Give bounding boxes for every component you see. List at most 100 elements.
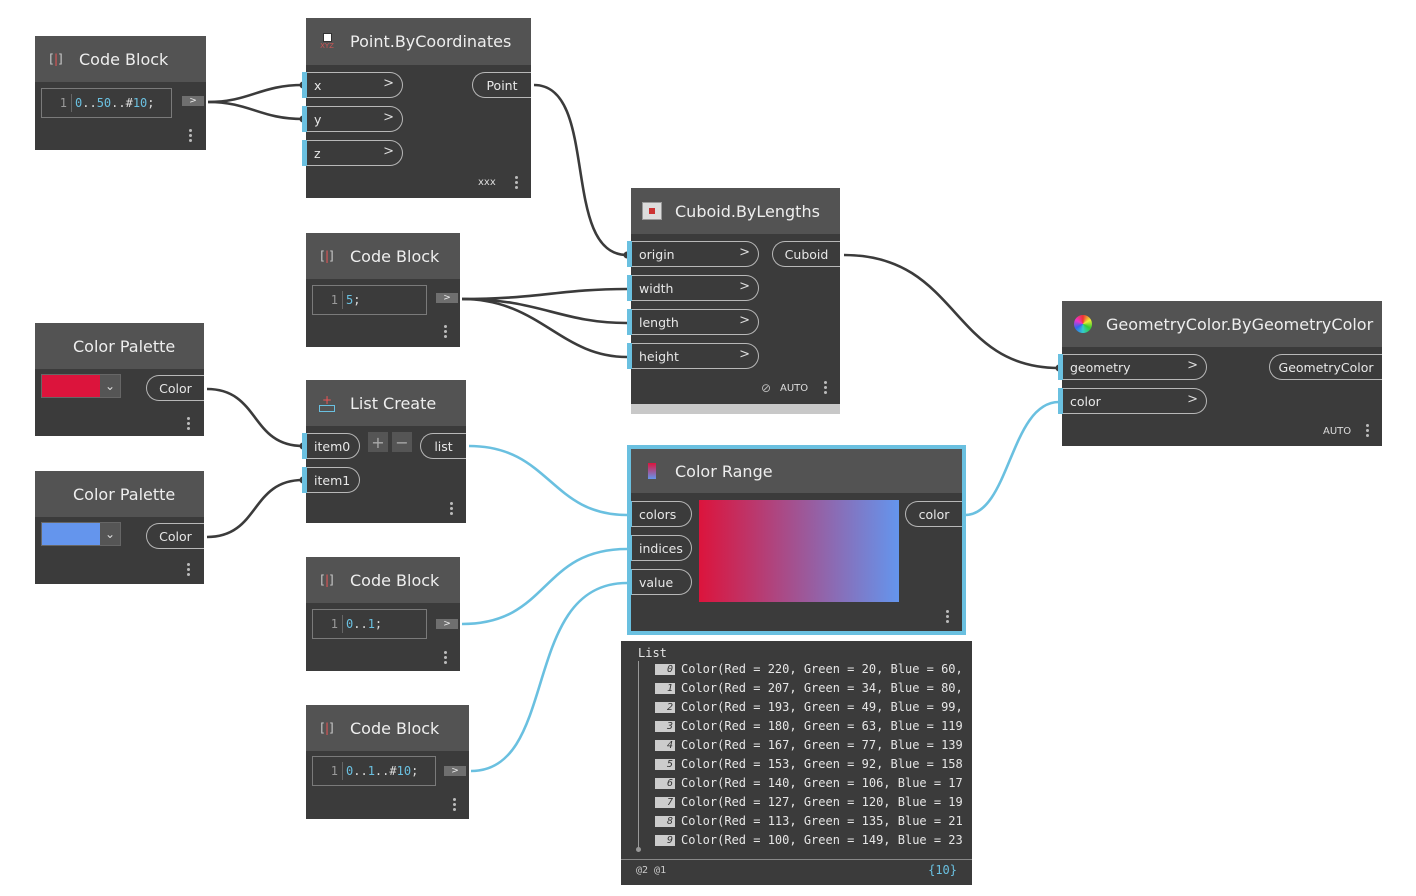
chevron-right-icon: > (739, 279, 750, 294)
input-port-indices[interactable]: indices (627, 535, 692, 561)
color-swatch-dropdown[interactable]: ⌄ (41, 522, 121, 546)
code-block-icon: [|] (320, 249, 334, 263)
output-port-color[interactable]: Color (146, 523, 204, 549)
remove-input-button[interactable]: − (392, 432, 412, 452)
node-header[interactable]: [|] Code Block (306, 705, 469, 751)
code-block-icon: [|] (320, 573, 334, 587)
chevron-down-icon[interactable]: ⌄ (100, 523, 120, 545)
chevron-right-icon: > (739, 245, 750, 260)
node-menu-icon[interactable] (946, 610, 950, 625)
node-menu-icon[interactable] (444, 325, 448, 340)
code-editor[interactable]: 1 5; (312, 285, 427, 315)
output-port-color[interactable]: Color (146, 375, 204, 401)
code-text[interactable]: 0..50..#10; (75, 96, 155, 110)
node-menu-icon[interactable] (189, 129, 193, 144)
code-text[interactable]: 0..1; (346, 617, 383, 631)
wire-point-origin (533, 83, 628, 257)
node-menu-icon[interactable] (1366, 424, 1370, 439)
chevron-down-icon[interactable]: ⌄ (100, 375, 120, 397)
output-port-point[interactable]: Point (472, 72, 531, 98)
geometry-color-node[interactable]: GeometryColor.ByGeometryColor geometry> … (1058, 301, 1382, 446)
output-port[interactable]: > (444, 766, 466, 776)
add-input-button[interactable]: + (368, 432, 388, 452)
node-menu-icon[interactable] (824, 381, 828, 396)
node-menu-icon[interactable] (450, 502, 454, 517)
node-header[interactable]: Color Range (631, 449, 962, 493)
chevron-right-icon: > (383, 110, 394, 125)
color-range-node[interactable]: Color Range colors indices value color (627, 445, 966, 635)
node-menu-icon[interactable] (187, 563, 191, 578)
wire-cb3-indices (461, 547, 628, 626)
chevron-right-icon: > (739, 313, 750, 328)
input-port-z[interactable]: z> (302, 140, 403, 166)
input-port-length[interactable]: length> (627, 309, 759, 335)
wire-cb1-y (207, 100, 304, 121)
code-editor[interactable]: 1 0..1..#10; (312, 756, 436, 786)
wire-cb2-width (461, 287, 628, 301)
color-swatch[interactable] (42, 523, 100, 545)
node-header[interactable]: Color Palette (35, 471, 204, 517)
list-levels[interactable]: @2 @1 (636, 865, 667, 876)
input-port-colors[interactable]: colors (627, 501, 692, 527)
input-port-geometry[interactable]: geometry> (1058, 354, 1207, 380)
code-text[interactable]: 0..1..#10; (346, 764, 419, 778)
node-header[interactable]: + List Create (306, 380, 466, 426)
node-header[interactable]: Color Palette (35, 323, 204, 369)
node-header[interactable]: [|] Code Block (306, 557, 460, 603)
code-block-node-4[interactable]: [|] Code Block 1 0..1..#10; > (306, 705, 469, 819)
code-text[interactable]: 5; (346, 293, 361, 307)
node-title: Code Block (79, 49, 169, 69)
output-port-geometrycolor[interactable]: GeometryColor (1269, 354, 1382, 380)
input-port-width[interactable]: width> (627, 275, 759, 301)
cuboid-icon (641, 200, 663, 222)
preview-off-icon[interactable]: ⊘ (761, 381, 772, 395)
input-port-color[interactable]: color> (1058, 388, 1207, 414)
color-palette-node-2[interactable]: Color Palette ⌄ Color (35, 471, 204, 584)
output-port-cuboid[interactable]: Cuboid (772, 241, 840, 267)
output-port-list[interactable]: list (420, 433, 466, 459)
input-port-x[interactable]: x> (302, 72, 403, 98)
wire-palette1-item0 (206, 387, 304, 448)
list-create-node[interactable]: + List Create item0 item1 + − list (302, 380, 466, 523)
input-port-value[interactable]: value (627, 569, 692, 595)
node-header[interactable]: [|] Code Block (35, 36, 206, 82)
node-header[interactable]: XYZ Point.ByCoordinates (306, 18, 531, 65)
input-port-origin[interactable]: origin> (627, 241, 759, 267)
cuboid-by-lengths-node[interactable]: Cuboid.ByLengths origin> width> length> … (627, 188, 840, 414)
input-port-item0[interactable]: item0 (302, 433, 360, 459)
code-block-icon: [|] (49, 52, 63, 66)
node-header[interactable]: GeometryColor.ByGeometryColor (1062, 301, 1382, 347)
input-port-item1[interactable]: item1 (302, 467, 360, 493)
code-editor[interactable]: 1 0..50..#10; (41, 88, 172, 118)
node-header[interactable]: Cuboid.ByLengths (631, 188, 840, 234)
output-port-color[interactable]: color (905, 501, 962, 527)
code-block-node-3[interactable]: [|] Code Block 1 0..1; > (306, 557, 460, 671)
lacing-indicator[interactable]: xxx (478, 177, 496, 188)
color-swatch[interactable] (42, 375, 100, 397)
node-menu-icon[interactable] (515, 176, 519, 191)
output-port[interactable]: > (436, 293, 458, 303)
point-by-coordinates-node[interactable]: XYZ Point.ByCoordinates x> y> z> Point x… (302, 18, 531, 198)
lacing-indicator[interactable]: AUTO (1323, 426, 1352, 437)
code-editor[interactable]: 1 0..1; (312, 609, 427, 639)
list-create-icon: + (316, 392, 338, 414)
preview-bar[interactable] (631, 404, 840, 414)
input-port-y[interactable]: y> (302, 106, 403, 132)
lacing-indicator[interactable]: AUTO (780, 383, 809, 394)
node-menu-icon[interactable] (187, 417, 191, 432)
output-port[interactable]: > (436, 619, 458, 629)
output-port[interactable]: > (182, 96, 204, 106)
code-block-node-1[interactable]: [|] Code Block 1 0..50..#10; > (35, 36, 206, 150)
node-menu-icon[interactable] (453, 798, 457, 813)
input-port-height[interactable]: height> (627, 343, 759, 369)
color-palette-node-1[interactable]: Color Palette ⌄ Color (35, 323, 204, 436)
node-header[interactable]: [|] Code Block (306, 233, 460, 279)
color-swatch-dropdown[interactable]: ⌄ (41, 374, 121, 398)
code-block-node-2[interactable]: [|] Code Block 1 5; > (306, 233, 460, 347)
node-menu-icon[interactable] (444, 651, 448, 666)
